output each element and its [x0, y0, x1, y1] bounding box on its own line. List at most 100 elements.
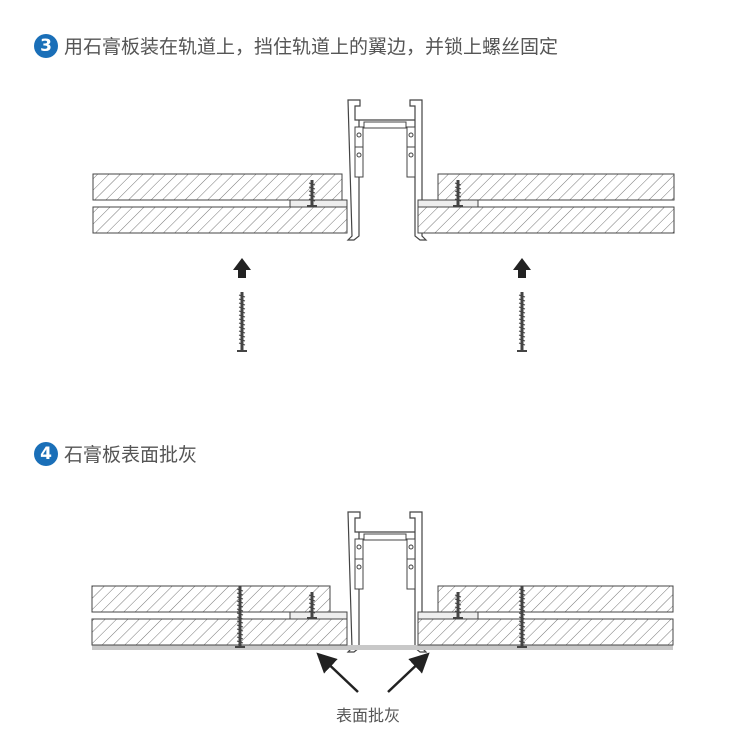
screw-icon-head	[453, 205, 463, 207]
screw-icon-head	[307, 205, 317, 207]
screw-icon-thread	[308, 602, 316, 606]
screw-icon-thread	[238, 334, 246, 338]
screw-icon-thread	[308, 194, 316, 198]
screw-icon-thread	[518, 314, 526, 318]
screw-icon-thread	[518, 640, 526, 644]
screw-icon-thread	[238, 306, 246, 310]
track-clip	[406, 558, 416, 590]
screw-icon-thread	[236, 616, 244, 620]
track-clip	[406, 146, 416, 178]
screw-icon-thread	[238, 318, 246, 322]
screw-icon-thread	[236, 600, 244, 604]
up-arrow-icon	[233, 258, 251, 278]
track-clip	[354, 558, 364, 590]
screw-icon-thread	[518, 624, 526, 628]
pointer-arrow-icon	[316, 652, 359, 693]
screw-icon-thread	[238, 310, 246, 314]
screw-icon-thread	[518, 310, 526, 314]
screw-icon-thread	[308, 198, 316, 202]
screw-icon-thread	[518, 306, 526, 310]
screw-icon-thread	[454, 182, 462, 186]
screw-icon-thread	[308, 182, 316, 186]
screw-icon-thread	[454, 598, 462, 602]
screw-icon-thread	[518, 334, 526, 338]
screw-icon-thread	[236, 592, 244, 596]
gypsum-board-lower-right	[417, 206, 675, 234]
screw-icon-thread	[238, 302, 246, 306]
screw-icon-thread	[454, 594, 462, 598]
screw-icon-head	[517, 350, 527, 352]
screw-icon-thread	[518, 616, 526, 620]
screw-icon-thread	[238, 294, 246, 298]
screw-icon-thread	[454, 194, 462, 198]
pointer-arrow-icon	[387, 652, 430, 693]
gypsum-board-lower-right	[417, 618, 674, 646]
step-text: 用石膏板装在轨道上，挡住轨道上的翼边，并锁上螺丝固定	[64, 36, 559, 58]
screw-icon-thread	[236, 604, 244, 608]
screw-icon-thread	[518, 620, 526, 624]
screw-icon-thread	[308, 606, 316, 610]
step-4-heading: 4 石膏板表面批灰	[34, 440, 197, 467]
gypsum-board-upper-right	[437, 173, 675, 201]
rail-flange-left	[289, 199, 348, 208]
track-hole	[356, 152, 362, 158]
screw-icon-thread	[308, 594, 316, 598]
gypsum-board-upper-right	[437, 585, 674, 613]
rail-flange-right	[417, 611, 479, 620]
track-channel	[363, 121, 407, 129]
screw-icon-thread	[518, 298, 526, 302]
step-3-heading: 3 用石膏板装在轨道上，挡住轨道上的翼边，并锁上螺丝固定	[34, 32, 558, 59]
step-number-badge: 3	[34, 33, 58, 58]
screw-icon-thread	[518, 342, 526, 346]
screw-icon-thread	[454, 190, 462, 194]
screw-icon-thread	[236, 636, 244, 640]
screw-icon-thread	[518, 592, 526, 596]
rail-flange-left	[289, 611, 348, 620]
screw-icon-thread	[454, 610, 462, 614]
screw-icon-thread	[308, 598, 316, 602]
gypsum-board-lower-left	[91, 618, 348, 646]
screw-icon-thread	[518, 628, 526, 632]
screw-icon-thread	[518, 338, 526, 342]
screw-icon-thread	[238, 326, 246, 330]
screw-icon-head	[235, 646, 245, 648]
screw-icon-thread	[518, 326, 526, 330]
screw-icon-thread	[518, 294, 526, 298]
screw-icon-thread	[518, 600, 526, 604]
track-hole	[408, 544, 414, 550]
screw-icon-head	[307, 617, 317, 619]
screw-icon-thread	[454, 602, 462, 606]
screw-icon-thread	[238, 314, 246, 318]
step-text: 石膏板表面批灰	[64, 444, 198, 466]
screw-icon-thread	[518, 604, 526, 608]
screw-icon-head	[517, 646, 527, 648]
screw-icon-thread	[236, 628, 244, 632]
screw-icon-thread	[238, 298, 246, 302]
track-hole	[408, 152, 414, 158]
screw-icon-thread	[308, 610, 316, 614]
screw-icon-thread	[454, 606, 462, 610]
track-channel	[363, 533, 407, 541]
putty-surface-label: 表面批灰	[336, 706, 401, 725]
screw-icon-thread	[236, 632, 244, 636]
screw-icon-thread	[236, 620, 244, 624]
screw-icon-thread	[518, 608, 526, 612]
screw-icon-thread	[518, 632, 526, 636]
screw-icon-thread	[308, 190, 316, 194]
screw-icon-thread	[238, 322, 246, 326]
screw-icon-thread	[518, 318, 526, 322]
screw-icon-thread	[454, 198, 462, 202]
screw-icon-thread	[518, 330, 526, 334]
screw-icon-thread	[236, 608, 244, 612]
screw-icon-thread	[236, 612, 244, 616]
rail-flange-right	[417, 199, 479, 208]
track-hole	[356, 564, 362, 570]
screw-icon-thread	[236, 624, 244, 628]
screw-icon-thread	[518, 612, 526, 616]
screw-icon-thread	[238, 330, 246, 334]
gypsum-board-upper-left	[91, 585, 331, 613]
screw-icon-thread	[518, 596, 526, 600]
screw-icon-thread	[308, 186, 316, 190]
screw-icon-thread	[454, 186, 462, 190]
